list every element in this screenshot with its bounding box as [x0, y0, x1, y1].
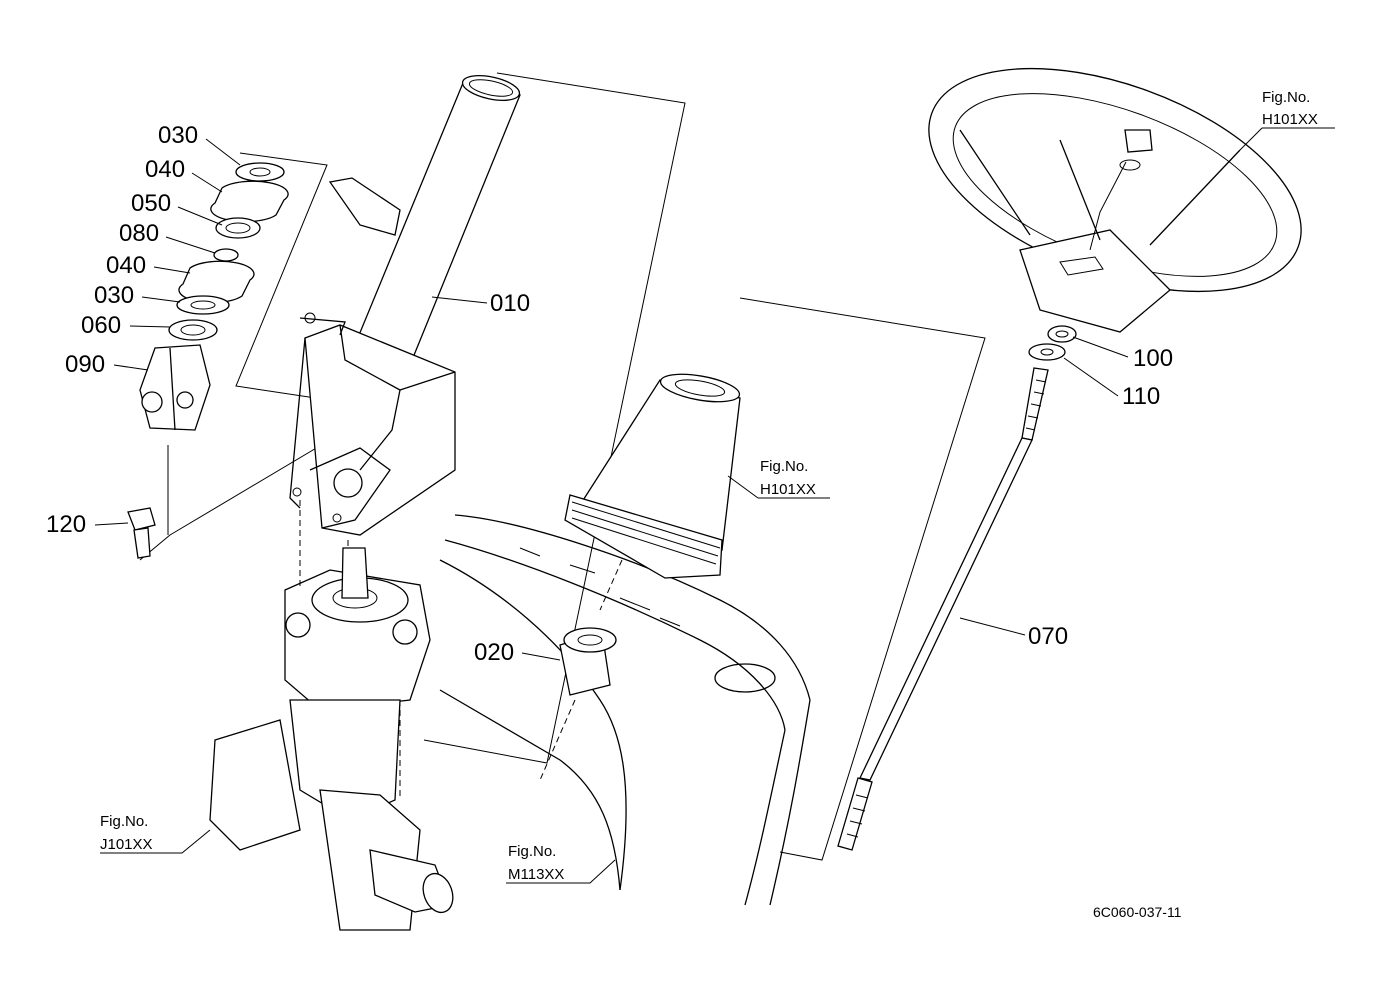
figref-leaders [100, 127, 1335, 884]
leader-planes [139, 72, 986, 861]
drawing-code: 6C060-037-11 [1093, 904, 1182, 920]
callout-060: 060 [81, 312, 121, 339]
circlip-080 [213, 248, 239, 262]
callout-040-bottom: 040 [106, 252, 146, 279]
callout-100: 100 [1133, 345, 1173, 372]
figref-wheel-code: H101XX [1262, 111, 1318, 128]
figref-boot-code: H101XX [760, 481, 816, 498]
snap-ring-060 [168, 319, 218, 341]
callout-010: 010 [490, 290, 530, 317]
callout-120: 120 [46, 511, 86, 538]
column-bracket [289, 177, 456, 536]
steering-column-tube [351, 75, 521, 366]
callout-020: 020 [474, 639, 514, 666]
bolt-120 [127, 507, 156, 559]
figref-wheel-prefix: Fig.No. [1262, 89, 1310, 106]
washer-110 [1028, 343, 1066, 361]
steering-shaft-070 [837, 367, 1049, 851]
callout-030-bottom: 030 [94, 282, 134, 309]
callout-030-top: 030 [158, 122, 198, 149]
dash-panel [439, 514, 811, 906]
steering-wheel [928, 67, 1302, 333]
callout-050: 050 [131, 190, 171, 217]
bushing-020 [539, 559, 623, 781]
callout-110: 110 [1122, 383, 1160, 410]
figure-references: Fig.No. H101XX Fig.No. H101XX Fig.No. J1… [100, 89, 1318, 883]
callout-labels: 030 040 050 080 040 030 060 090 010 120 … [46, 122, 1173, 666]
figref-gearbox-code: J101XX [100, 836, 153, 853]
washer-030-top [235, 162, 285, 182]
figref-dash-prefix: Fig.No. [508, 843, 556, 860]
bearing-040-top [210, 180, 289, 223]
washer-stack [168, 162, 289, 341]
washer-030-bottom [176, 295, 230, 315]
callout-leaders [94, 138, 1129, 661]
figref-gearbox-prefix: Fig.No. [100, 813, 148, 830]
callout-080: 080 [119, 220, 159, 247]
universal-joint-090 [139, 344, 211, 431]
figref-dash-code: M113XX [508, 866, 564, 883]
figref-boot-prefix: Fig.No. [760, 458, 808, 475]
steering-boot [564, 373, 741, 579]
bearing-040-bottom [178, 260, 255, 304]
nut-100 [1047, 325, 1077, 343]
bearing-050 [215, 217, 261, 239]
callout-070: 070 [1028, 623, 1068, 650]
steering-gearbox [209, 500, 454, 931]
callout-040-top: 040 [145, 156, 185, 183]
callout-090: 090 [65, 351, 105, 378]
